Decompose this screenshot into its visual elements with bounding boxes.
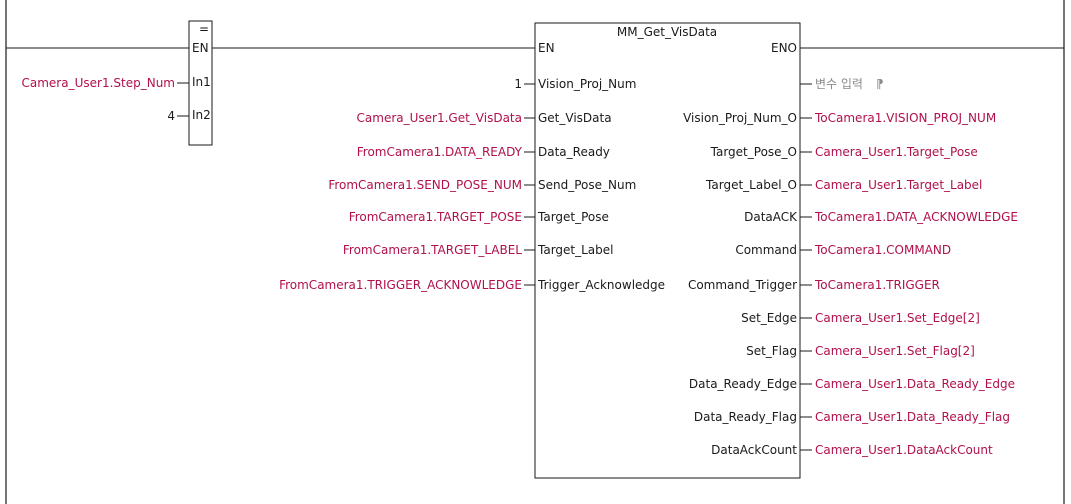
function-block-mm-get-visdata[interactable]: MM_Get_VisData EN ENO (534, 22, 801, 479)
fb-input-pin-label: Get_VisData (538, 111, 612, 125)
function-block-outputs: 변수 입력 Vision_Proj_Num_O ToCamera1.VISION_P… (683, 77, 1018, 457)
fb-input-argument[interactable]: Camera_User1.Get_VisData (357, 111, 522, 125)
fb-input-argument[interactable]: FromCamera1.DATA_READY (357, 145, 523, 159)
fb-output-argument[interactable]: Camera_User1.Set_Flag[2] (815, 344, 975, 358)
fb-pin-en: EN (538, 41, 555, 55)
function-block-body[interactable] (534, 22, 801, 479)
compare-pin-en: EN (192, 41, 209, 55)
fb-output-pin-label: Target_Pose_O (710, 145, 797, 159)
fb-output-pin-label: Vision_Proj_Num_O (683, 111, 797, 125)
fb-output-argument[interactable]: Camera_User1.Target_Label (815, 178, 982, 192)
compare-in2-constant[interactable]: 4 (167, 109, 175, 123)
fb-input-argument[interactable]: FromCamera1.SEND_POSE_NUM (328, 178, 522, 192)
input-variable-placeholder-marker: ⁋ (876, 77, 884, 91)
fb-output-argument[interactable]: Camera_User1.Data_Ready_Edge (815, 377, 1015, 391)
fb-input-pin-label: Send_Pose_Num (538, 178, 636, 192)
fb-output-argument[interactable]: ToCamera1.TRIGGER (814, 278, 940, 292)
fb-output-argument[interactable]: ToCamera1.COMMAND (814, 243, 951, 257)
fb-output-argument[interactable]: Camera_User1.Data_Ready_Flag (815, 410, 1010, 424)
compare-symbol: = (199, 22, 209, 36)
fb-input-pin-label: Target_Label (537, 243, 614, 257)
fb-input-pin-label: Target_Pose (537, 210, 609, 224)
fb-output-pin-label: Data_Ready_Flag (694, 410, 797, 424)
fb-output-placeholder[interactable]: 변수 입력 (815, 77, 863, 91)
function-block-title: MM_Get_VisData (617, 25, 717, 39)
fb-input-pin-label: Vision_Proj_Num (538, 77, 636, 91)
compare-equal-block[interactable]: = EN In1 In2 Camera_User1.Step_Num 4 (22, 20, 213, 146)
fb-output-pin-label: Target_Label_O (705, 178, 797, 192)
fb-input-pin-label: Data_Ready (538, 145, 610, 159)
placeholder-cursor-icon: ⁋ (876, 77, 884, 91)
fb-input-argument[interactable]: FromCamera1.TARGET_POSE (349, 210, 522, 224)
fb-input-argument[interactable]: FromCamera1.TARGET_LABEL (343, 243, 522, 257)
fb-pin-eno: ENO (771, 41, 797, 55)
fb-output-argument[interactable]: Camera_User1.Target_Pose (815, 145, 978, 159)
fb-output-pin-label: Set_Edge (741, 311, 797, 325)
fb-output-pin-label: Command_Trigger (688, 278, 797, 292)
compare-in1-variable[interactable]: Camera_User1.Step_Num (22, 76, 176, 90)
fb-output-argument[interactable]: Camera_User1.DataAckCount (815, 443, 993, 457)
fb-output-argument[interactable]: Camera_User1.Set_Edge[2] (815, 311, 980, 325)
compare-pin-in1: In1 (192, 75, 211, 89)
fb-output-argument[interactable]: ToCamera1.DATA_ACKNOWLEDGE (814, 210, 1018, 224)
fb-input-pin-label: Trigger_Acknowledge (537, 278, 665, 292)
fb-input-argument[interactable]: FromCamera1.TRIGGER_ACKNOWLEDGE (279, 278, 522, 292)
fb-output-argument[interactable]: ToCamera1.VISION_PROJ_NUM (814, 111, 996, 125)
fb-output-pin-label: Data_Ready_Edge (689, 377, 797, 391)
fb-output-pin-label: Set_Flag (746, 344, 797, 358)
fb-output-pin-label: Command (735, 243, 797, 257)
compare-pin-in2: In2 (192, 108, 211, 122)
fb-input-argument[interactable]: 1 (514, 77, 522, 91)
fb-output-pin-label: DataAckCount (711, 443, 797, 457)
fb-output-pin-label: DataACK (744, 210, 798, 224)
